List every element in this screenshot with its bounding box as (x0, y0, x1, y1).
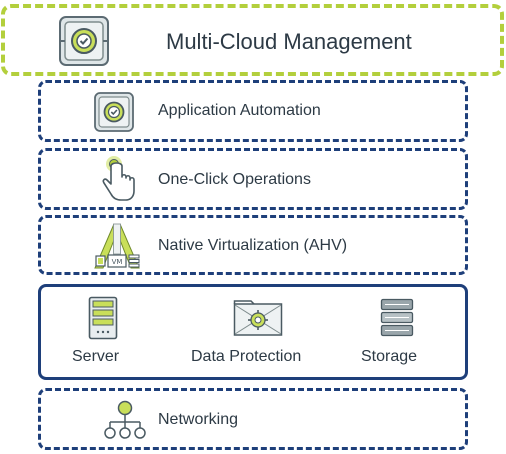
cloud-manager-icon (57, 14, 111, 68)
multi-cloud-label: Multi-Cloud Management (166, 29, 412, 54)
ahv-label: Native Virtualization (AHV) (158, 237, 348, 254)
virtualization-icon: VM (93, 222, 141, 270)
automation-icon (93, 91, 135, 133)
infrastructure-layer: Server Data Protection Storage (38, 284, 468, 380)
storage-label: Storage (361, 348, 418, 365)
one-click-label: One-Click Operations (158, 171, 311, 188)
app-automation-layer: Application Automation (38, 80, 468, 142)
vm-text: VM (112, 258, 123, 266)
networking-label: Networking (158, 411, 239, 428)
storage-icon (380, 298, 414, 338)
server-icon (88, 296, 118, 340)
one-click-layer: One-Click Operations (38, 148, 468, 210)
server-label: Server (72, 348, 120, 365)
networking-layer: Networking (38, 388, 468, 450)
hand-pointer-icon (98, 154, 138, 204)
multi-cloud-layer: Multi-Cloud Management (1, 4, 504, 76)
app-automation-label: Application Automation (158, 102, 321, 119)
network-tree-icon (103, 400, 147, 442)
data-protection-label: Data Protection (191, 348, 302, 365)
shield-folder-icon (233, 299, 283, 337)
ahv-layer: VM Native Virtualization (AHV) (38, 215, 468, 275)
